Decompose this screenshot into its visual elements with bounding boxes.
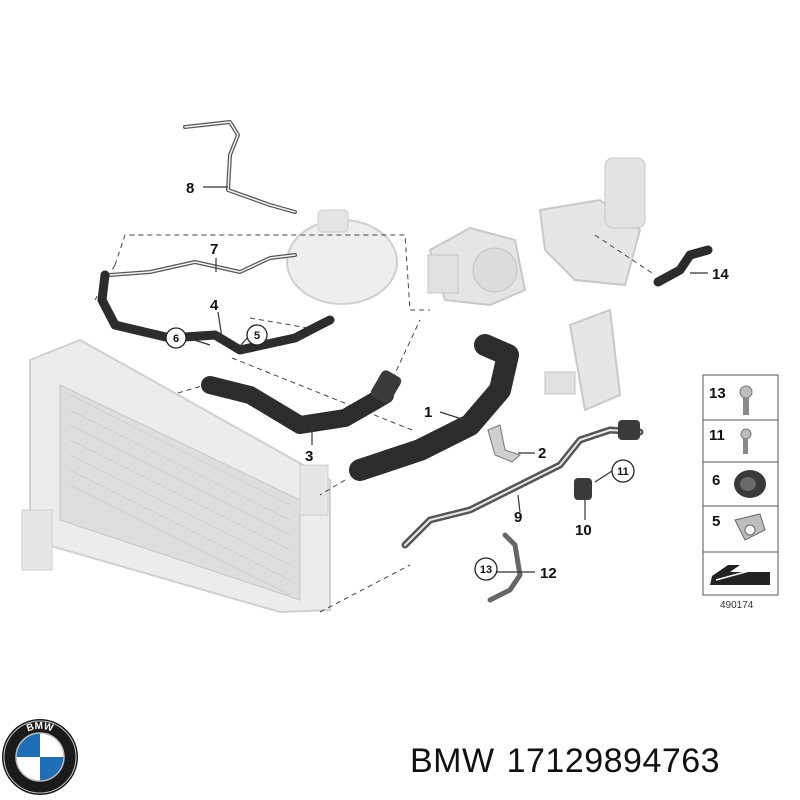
hose-3 — [201, 376, 394, 434]
circled-callout-6: 6 — [165, 327, 187, 349]
arrow-plate-icon — [710, 565, 770, 585]
callout-12: 12 — [540, 565, 557, 582]
svg-text:5: 5 — [254, 330, 260, 342]
callout-1: 1 — [424, 404, 432, 421]
hose-8 — [183, 120, 297, 214]
callout-3: 3 — [305, 448, 313, 465]
callout-8: 8 — [186, 180, 194, 197]
brand-name: BMW — [410, 742, 495, 780]
callout-9: 9 — [514, 509, 522, 526]
legend-num-2: 11 — [709, 427, 725, 444]
hose-14 — [653, 245, 713, 287]
circled-callout-13: 13 — [474, 557, 498, 581]
hose-12 — [487, 532, 523, 603]
svg-text:BMW: BMW — [25, 721, 55, 735]
bmw-logo: BMW — [2, 719, 78, 795]
leader-lines — [187, 186, 708, 573]
part-number: 17129894763 — [506, 742, 721, 780]
hose-1 — [349, 334, 519, 481]
svg-text:11: 11 — [617, 466, 629, 478]
callout-10: 10 — [575, 522, 592, 539]
bolt-icon — [739, 385, 753, 415]
clip-icon — [734, 513, 766, 541]
legend-num-3: 6 — [712, 472, 720, 489]
bolt-icon — [740, 428, 752, 454]
clamp-icon — [734, 470, 766, 498]
small-parts — [370, 370, 640, 500]
radiator — [21, 338, 331, 614]
parts-legend: 13 11 6 5 490174 — [702, 374, 779, 611]
svg-text:6: 6 — [173, 333, 179, 345]
water-pump — [427, 226, 527, 307]
callout-14: 14 — [712, 266, 729, 283]
oil-cooler — [544, 308, 622, 412]
diagram-id: 490174 — [720, 600, 754, 611]
hose-7 — [108, 253, 297, 277]
callout-7: 7 — [210, 241, 218, 258]
brand-part-number: BMW 17129894763 — [410, 742, 790, 786]
callout-2: 2 — [538, 445, 546, 462]
oil-filter-housing — [538, 157, 646, 287]
legend-num-4: 5 — [712, 513, 720, 530]
legend-num-1: 13 — [709, 385, 726, 402]
svg-text:13: 13 — [480, 564, 492, 576]
callout-4: 4 — [210, 297, 219, 314]
expansion-tank — [286, 209, 398, 305]
hoses — [97, 120, 713, 603]
hose-4 — [97, 270, 335, 355]
circled-callout-5: 5 — [246, 324, 268, 346]
circled-callout-11: 11 — [611, 459, 635, 483]
